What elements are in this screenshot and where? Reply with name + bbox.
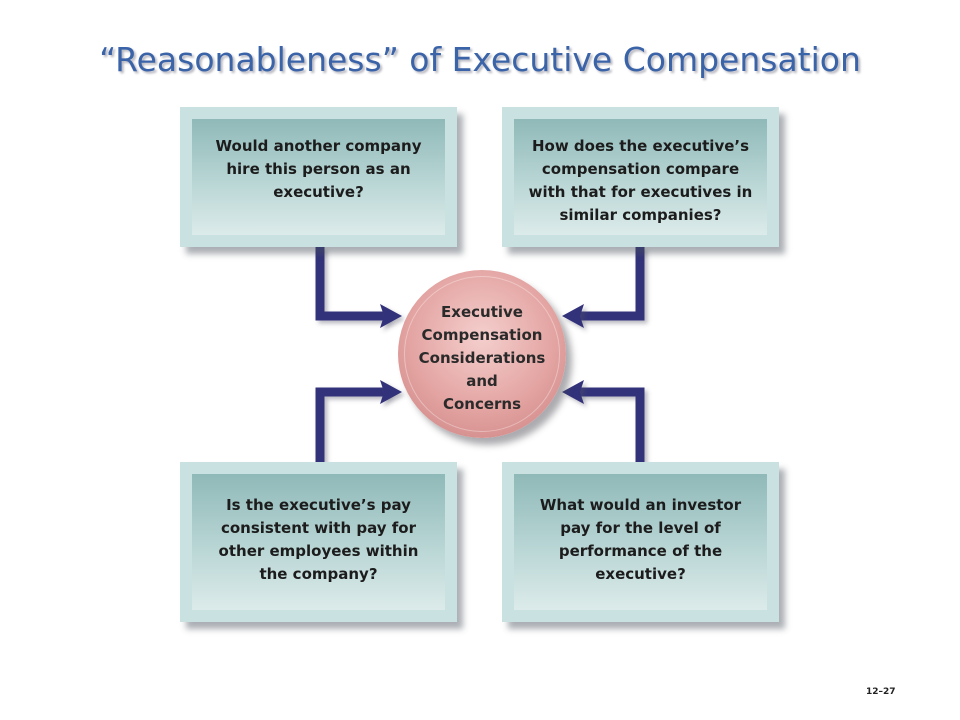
center-line: Executive bbox=[441, 303, 523, 321]
question-box-top-right-panel: How does the executive’s compensation co… bbox=[514, 119, 767, 235]
question-line: the company? bbox=[259, 565, 378, 583]
question-line: executive? bbox=[595, 565, 686, 583]
question-line: How does the executive’s bbox=[531, 137, 750, 155]
question-line: hire this person as an bbox=[226, 160, 411, 178]
question-line: performance of the bbox=[558, 542, 723, 560]
question-text-top-left: Would another company hire this person a… bbox=[216, 135, 422, 204]
question-box-bottom-right: What would an investor pay for the level… bbox=[502, 462, 779, 622]
page-number: 12–27 bbox=[866, 687, 896, 697]
question-line: other employees within bbox=[218, 542, 419, 560]
question-text-top-right: How does the executive’s compensation co… bbox=[529, 135, 753, 227]
question-box-bottom-right-panel: What would an investor pay for the level… bbox=[514, 474, 767, 610]
question-text-bottom-left: Is the executive’s pay consistent with p… bbox=[219, 494, 419, 586]
arrowhead-bottom-left bbox=[380, 380, 402, 404]
arrow-bottom-left bbox=[315, 387, 388, 462]
question-line: Would another company bbox=[215, 137, 422, 155]
question-line: consistent with pay for bbox=[220, 519, 416, 537]
question-line: executive? bbox=[273, 183, 364, 201]
question-line: compensation compare bbox=[541, 160, 740, 178]
arrow-top-right bbox=[578, 247, 645, 321]
question-line: similar companies? bbox=[559, 206, 722, 224]
question-text-bottom-right: What would an investor pay for the level… bbox=[540, 494, 741, 586]
center-circle-ring bbox=[404, 276, 560, 432]
center-line: Concerns bbox=[442, 395, 522, 413]
center-line: and bbox=[466, 372, 498, 390]
center-considerations-circle: Executive Compensation Considerations an… bbox=[398, 270, 566, 438]
arrow-bottom-right bbox=[578, 387, 645, 462]
arrowhead-top-right bbox=[562, 304, 584, 328]
arrow-top-left bbox=[315, 247, 388, 321]
arrowhead-top-left bbox=[380, 304, 402, 328]
question-line: What would an investor bbox=[539, 496, 742, 514]
question-box-top-left-panel: Would another company hire this person a… bbox=[192, 119, 445, 235]
arrowhead-bottom-right bbox=[562, 380, 584, 404]
slide-title: “Reasonableness” of Executive Compensati… bbox=[99, 40, 861, 79]
question-box-top-left: Would another company hire this person a… bbox=[180, 107, 457, 247]
question-box-bottom-left-panel: Is the executive’s pay consistent with p… bbox=[192, 474, 445, 610]
question-line: pay for the level of bbox=[560, 519, 721, 537]
center-circle-text: Executive Compensation Considerations an… bbox=[398, 301, 566, 416]
center-line: Compensation bbox=[421, 326, 543, 344]
question-box-bottom-left: Is the executive’s pay consistent with p… bbox=[180, 462, 457, 622]
question-box-top-right: How does the executive’s compensation co… bbox=[502, 107, 779, 247]
center-line: Considerations bbox=[418, 349, 546, 367]
question-line: with that for executives in bbox=[528, 183, 753, 201]
question-line: Is the executive’s pay bbox=[226, 496, 411, 514]
